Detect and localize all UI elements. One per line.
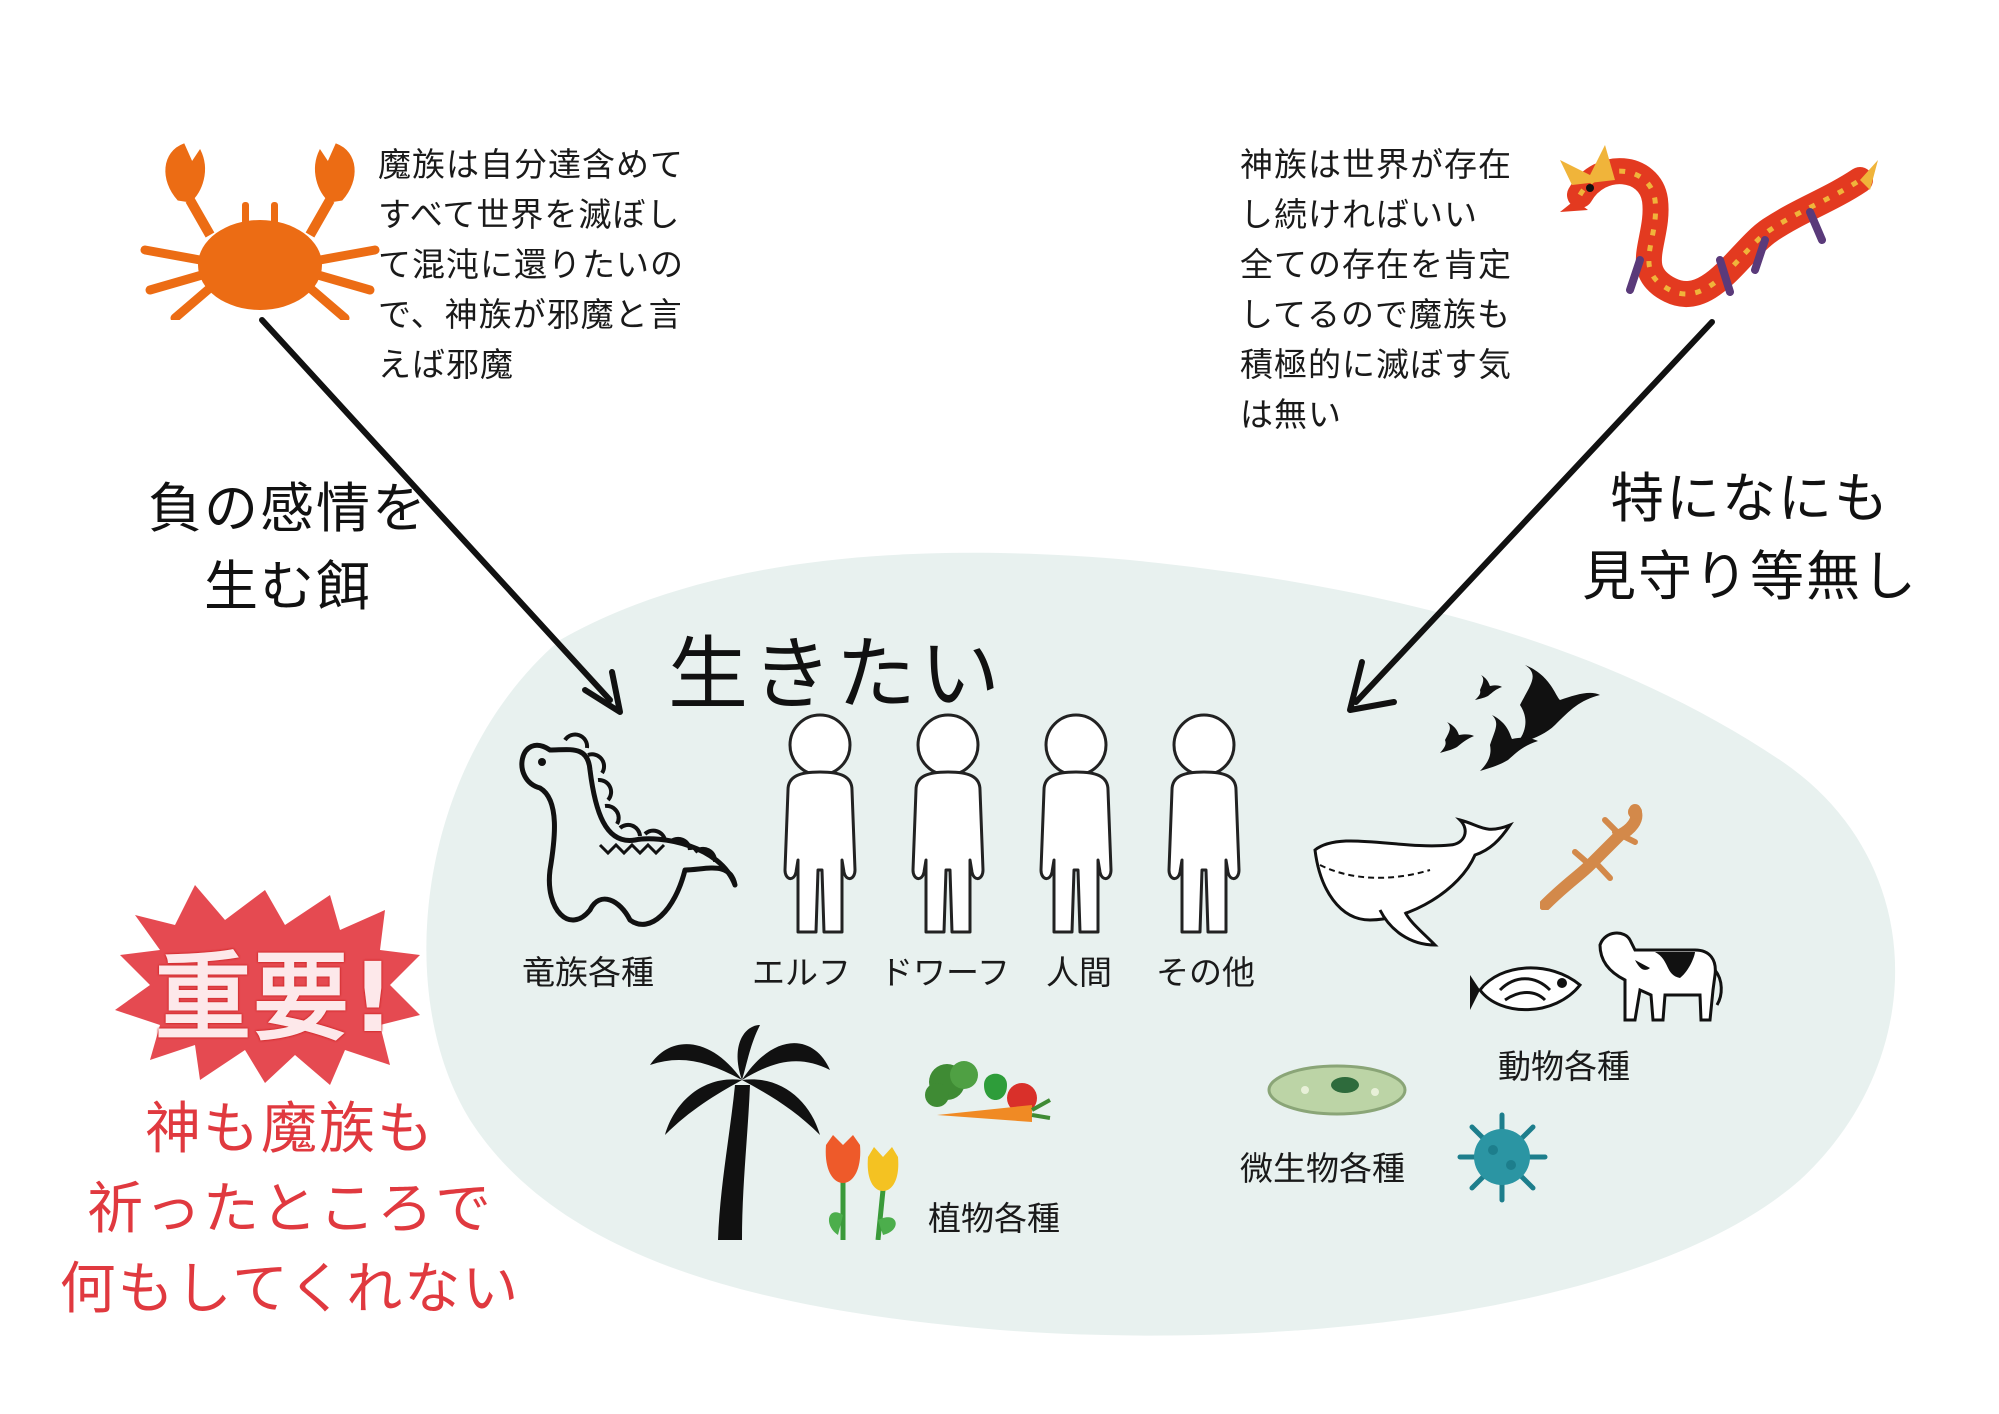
demon-arrow-label: 負の感情を 生む餌 (148, 477, 428, 618)
birds-icon (1440, 665, 1600, 771)
god-arrow-label: 特になにも 見守り等無し (1582, 467, 1918, 608)
microbe-icon (1267, 1064, 1407, 1116)
race-label-elf: エルフ (752, 953, 851, 992)
cow-icon (1598, 931, 1723, 1022)
person-icon-human (1039, 713, 1113, 934)
person-icon-elf (783, 713, 857, 934)
arrow-god-to-world (1347, 319, 1715, 713)
person-icon-dwarf (911, 713, 985, 934)
important-badge-icon (115, 885, 420, 1085)
god-description: 神族は世界が存在 し続ければいい 全ての存在を肯定 してるので魔族も 積極的に滅… (1240, 145, 1512, 434)
dragon-icon (1560, 145, 1878, 307)
person-icon-other (1167, 713, 1241, 934)
warning-text: 神も魔族も 祈ったところで 何もしてくれない (59, 1097, 521, 1322)
race-label-dwarf: ドワーフ (880, 953, 1011, 992)
palm-tree-icon (650, 1025, 830, 1240)
tulips-icon (825, 1135, 899, 1240)
vegetables-icon (925, 1061, 1051, 1122)
lizard-icon (1540, 804, 1643, 910)
plants-label: 植物各種 (928, 1199, 1060, 1238)
race-label-human: 人間 (1046, 953, 1112, 992)
crab-icon (140, 143, 380, 320)
world-title: 生きたい (668, 628, 1004, 721)
dinosaur-icon (519, 732, 738, 927)
whale-icon (1313, 817, 1514, 947)
animals-label: 動物各種 (1498, 1047, 1630, 1086)
fish-icon (1470, 966, 1583, 1012)
important-badge-text: 重要! (155, 942, 397, 1054)
race-label-dragon: 竜族各種 (522, 953, 654, 992)
virus-icon (1457, 1112, 1548, 1203)
arrow-demon-to-world (259, 317, 623, 715)
race-label-other: その他 (1156, 953, 1255, 992)
demon-description: 魔族は自分達含めて すべて世界を滅ぼし て混沌に還りたいの で、神族が邪魔と言 … (378, 145, 684, 384)
people-group (783, 713, 1241, 934)
microbes-label: 微生物各種 (1240, 1149, 1405, 1188)
